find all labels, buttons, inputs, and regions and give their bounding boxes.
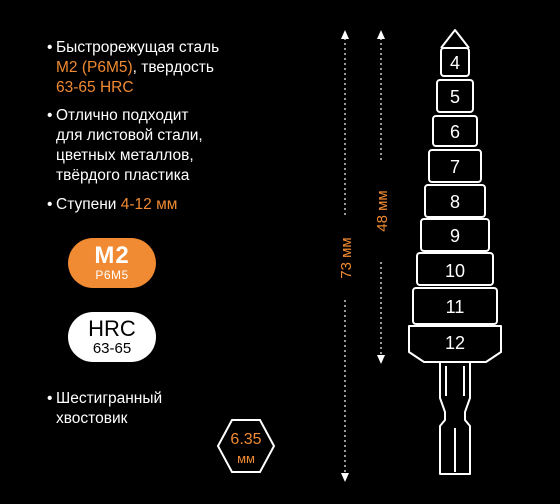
- drill-step-largest: [408, 325, 502, 363]
- feature-steel-line2: M2 (P6M5), твердость: [56, 58, 219, 78]
- bullet: •: [47, 390, 53, 407]
- step-label: 10: [445, 261, 465, 281]
- drill-tip: [440, 29, 470, 49]
- drill-step: [436, 79, 474, 113]
- drill-step: [416, 252, 494, 286]
- hardness-value: 63-65 HRC: [56, 79, 134, 96]
- step-labels: 4 5 6 7 8 9 10 11 12: [445, 53, 465, 353]
- hex-size-unit: мм: [237, 451, 255, 466]
- drill-step: [424, 184, 486, 218]
- feature-steel-line1: Быстрорежущая сталь: [56, 39, 220, 56]
- step-label: 9: [450, 226, 460, 246]
- badge-hrc-main: HRC: [88, 316, 136, 341]
- hex-size-value: 6.35: [230, 431, 261, 448]
- drill-step: [428, 149, 482, 183]
- step-label: 4: [450, 53, 460, 73]
- hardness-label: , твердость: [132, 59, 214, 76]
- bullet: •: [47, 107, 53, 124]
- feature-suitable-line3: цветных металлов,: [56, 147, 194, 164]
- drill-step: [440, 47, 470, 77]
- step-label: 12: [445, 333, 465, 353]
- step-label: 5: [450, 87, 460, 107]
- badge-hrc: HRC 63-65: [68, 312, 156, 362]
- hex-badge: 6.35 мм: [216, 419, 276, 473]
- feature-shank-line1: Шестигранный: [56, 390, 163, 407]
- steps-label: Ступени: [56, 196, 121, 213]
- feature-suitable-line2: для листовой стали,: [56, 127, 203, 144]
- feature-suitable: • Отлично подходит для листовой стали, ц…: [47, 106, 203, 186]
- feature-steps: • Ступени 4-12 мм: [47, 195, 178, 215]
- arrow-up-icon: [341, 30, 349, 39]
- step-label: 11: [446, 297, 465, 317]
- step-label: 8: [450, 192, 460, 212]
- feature-suitable-line4: твёрдого пластика: [56, 167, 190, 184]
- steel-grade: M2 (P6M5): [56, 59, 133, 76]
- badge-m2-sub: P6M5: [95, 268, 129, 282]
- drill-step: [412, 287, 498, 325]
- feature-suitable-line1: Отлично подходит: [56, 107, 189, 124]
- step-label: 7: [450, 157, 460, 177]
- feature-steel: • Быстрорежущая сталь M2 (P6M5), твердос…: [47, 38, 220, 98]
- arrow-down-icon: [377, 355, 385, 364]
- drill-step: [420, 218, 490, 252]
- feature-shank-line2: хвостовик: [56, 410, 128, 427]
- badge-m2: M2 P6M5: [68, 238, 156, 288]
- steps-range: 4-12 мм: [120, 196, 178, 213]
- step-length-label: 48 мм: [374, 190, 391, 231]
- badge-hrc-sub: 63-65: [92, 340, 132, 357]
- step-drill: [408, 29, 502, 475]
- feature-shank: • Шестигранный хвостовик: [47, 389, 163, 429]
- step-label: 6: [450, 122, 460, 142]
- hex-shank: [439, 362, 471, 475]
- overall-length-label: 73 мм: [338, 237, 355, 278]
- arrow-down-icon: [341, 473, 349, 482]
- bullet: •: [47, 39, 53, 56]
- drill-step: [432, 115, 478, 147]
- bullet: •: [47, 196, 53, 213]
- arrow-up-icon: [377, 30, 385, 39]
- badge-m2-main: M2: [94, 242, 130, 269]
